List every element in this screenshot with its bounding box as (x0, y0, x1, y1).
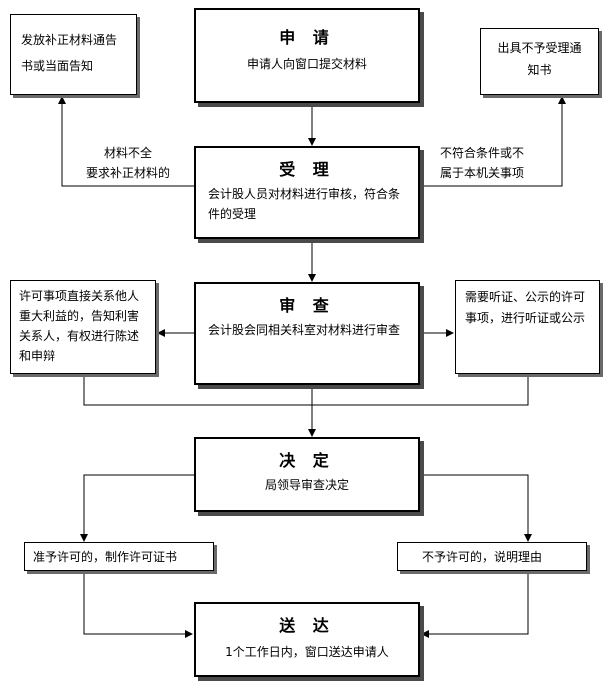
step-deliver-desc: 1个工作日内，窗口送达申请人 (225, 645, 389, 659)
box-supplement-notice: 发放补正材料通告书或当面告知 (10, 14, 137, 95)
step-accept: 受 理 会计股人员对材料进行审核，符合条件的受理 (194, 146, 420, 239)
step-review-desc: 会计股会同相关科室对材料进行审查 (208, 323, 401, 337)
step-decide-desc: 局领导审查决定 (264, 478, 349, 492)
box-hearing-inform: 许可事项直接关系他人重大利益的，告知利害关系人，有权进行陈述和申辩 (10, 280, 156, 374)
box-hearing-process: 需要听证、公示的许可事项，进行听证或公示 (455, 280, 600, 374)
step-review: 审 查 会计股会同相关科室对材料进行审查 (194, 282, 420, 385)
merge-line (83, 375, 529, 406)
arrow-accept-to-supplement (58, 96, 194, 187)
hearing-inform-text: 许可事项直接关系他人重大利益的，告知利害关系人，有权进行陈述和申辩 (19, 289, 140, 363)
arrow-accept-to-reject (420, 96, 566, 187)
edge-label-incomplete-line2: 要求补正材料的 (85, 166, 170, 180)
edge-label-incomplete: 材料不全 要求补正材料的 (64, 143, 192, 183)
hearing-process-text: 需要听证、公示的许可事项，进行听证或公示 (465, 290, 586, 325)
step-apply-desc: 申请人向窗口提交材料 (246, 57, 367, 71)
box-reject-notice: 出具不予受理通知书 (480, 28, 599, 95)
edge-label-not-qualified-line1: 不符合条件或不 (440, 146, 525, 160)
box-grant: 准予许可的，制作许可证书 (24, 542, 214, 571)
step-deliver-title: 送 达 (279, 616, 335, 635)
step-apply: 申 请 申请人向窗口提交材料 (194, 8, 420, 103)
step-apply-title: 申 请 (279, 28, 335, 47)
grant-text: 准予许可的，制作许可证书 (33, 550, 178, 564)
box-deny: 不予许可的，说明理由 (397, 542, 587, 571)
step-accept-desc: 会计股人员对材料进行审核，符合条件的受理 (208, 187, 401, 221)
edge-label-incomplete-line1: 材料不全 (103, 146, 152, 160)
step-deliver: 送 达 1个工作日内，窗口送达申请人 (194, 602, 420, 677)
arrow-decide-to-deny (420, 474, 532, 542)
step-decide: 决 定 局领导审查决定 (194, 437, 420, 512)
arrow-deny-to-deliver (421, 571, 529, 638)
reject-notice-text: 出具不予受理通知书 (497, 41, 582, 77)
edge-label-not-qualified-line2: 属于本机关事项 (440, 166, 525, 180)
edge-label-not-qualified: 不符合条件或不 属于本机关事项 (440, 143, 560, 183)
deny-text: 不予许可的，说明理由 (422, 550, 543, 564)
arrow-grant-to-deliver (83, 571, 193, 638)
step-accept-title: 受 理 (279, 160, 335, 179)
supplement-notice-text: 发放补正材料通告书或当面告知 (21, 33, 118, 73)
step-decide-title: 决 定 (279, 451, 335, 470)
step-review-title: 审 查 (279, 296, 335, 315)
arrow-decide-to-grant (80, 474, 194, 542)
